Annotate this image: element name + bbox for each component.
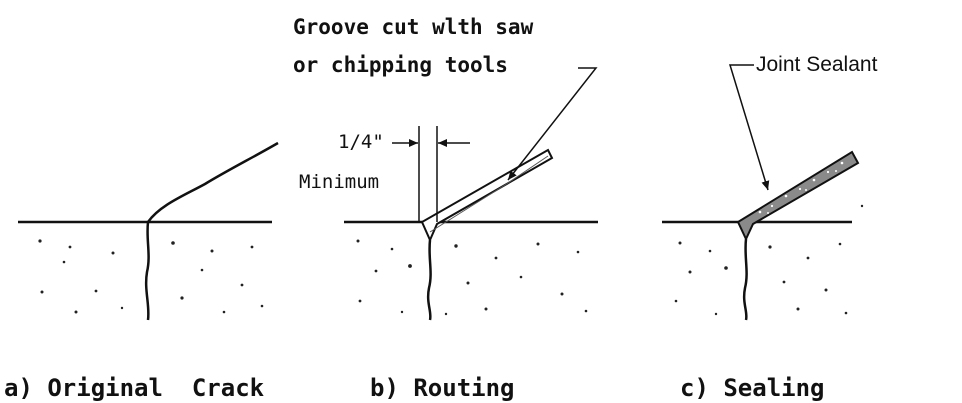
aggregate-dots (38, 239, 264, 314)
caption-sealing: c) Sealing (680, 374, 825, 402)
caption-original-crack: a) Original Crack (4, 374, 265, 402)
callout-joint-sealant: Joint Sealant (756, 53, 878, 76)
callout-groove-line1: Groove cut wlth saw (293, 15, 534, 39)
callout-leader-groove (507, 67, 598, 181)
dimension-label: Minimum (299, 171, 379, 193)
panel-sealing: Joint Sealant c) Sealing (662, 53, 878, 402)
vertical-crack (426, 239, 432, 321)
caption-routing: b) Routing (370, 374, 515, 402)
sealant-speckles (758, 161, 844, 214)
vertical-crack (144, 221, 150, 321)
sealant-fill (736, 150, 860, 242)
dimension-value: 1/4" (338, 131, 384, 153)
aggregate-dots (674, 204, 864, 316)
groove-inner-crack (429, 155, 549, 233)
panel-routing: 1/4" Minimum Groove cut wlth saw or chip… (293, 15, 598, 402)
callout-groove-line2: or chipping tools (293, 53, 508, 77)
panel-original-crack: a) Original Crack (4, 141, 279, 402)
vertical-crack (742, 238, 748, 321)
callout-leader-sealant (728, 64, 770, 191)
routed-groove (420, 148, 554, 243)
surface-crack (146, 141, 279, 223)
aggregate-dots (356, 239, 588, 316)
